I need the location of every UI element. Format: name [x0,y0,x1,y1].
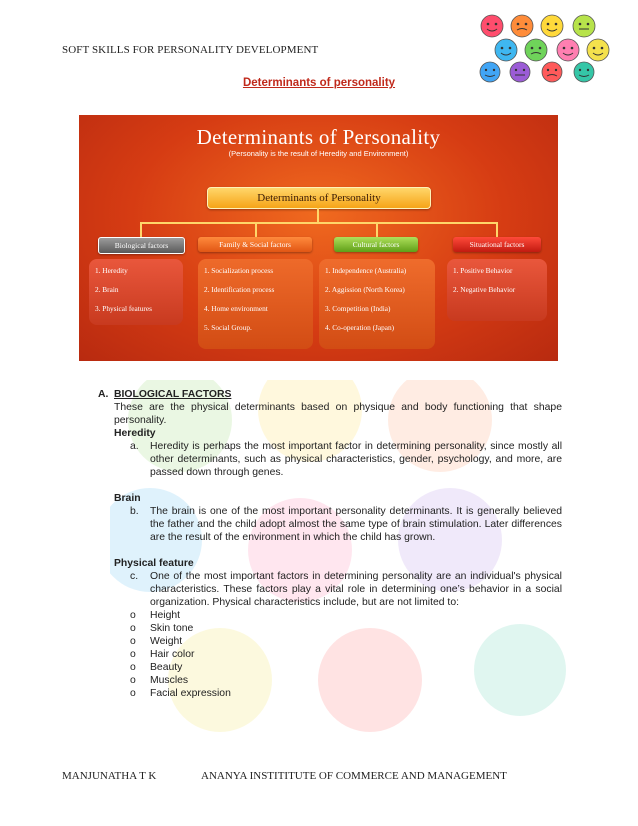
connector-line [376,222,378,237]
connector-line [317,208,319,222]
list-item: 2. Aggission (North Korea) [325,285,405,294]
section-biological-factors: A. BIOLOGICAL FACTORS These are the phys… [98,388,562,700]
bullet-icon: o [130,623,136,634]
figure-center-box: Determinants of Personality [207,187,431,209]
category-situational: Situational factors [453,237,541,252]
connector-line [140,222,142,237]
brain-text: The brain is one of the most important p… [150,506,562,543]
list-item: 2. Negative Behavior [453,285,516,294]
connector-line [496,222,498,237]
smiley-faces-image [479,14,610,83]
biological-list: 1. Heredity 2. Brain 3. Physical feature… [89,259,183,325]
list-marker: c. [130,571,139,582]
bullet-icon: o [130,688,136,699]
list-item: 2. Brain [95,285,119,294]
family-social-list: 1. Socialization process 2. Identificati… [198,259,313,349]
document-title: Determinants of personality [242,77,396,89]
smiley-icon [479,14,610,83]
situational-list: 1. Positive Behavior 2. Negative Behavio… [447,259,547,321]
list-item: 4. Co-operation (Japan) [325,323,395,332]
heredity-text: Heredity is perhaps the most important f… [150,441,562,478]
list-item: 1. Heredity [95,266,128,275]
bullet-icon: o [130,649,136,660]
footer-institution: ANANYA INSTITITUTE OF COMMERCE AND MANAG… [201,770,507,782]
brain-heading: Brain [114,493,141,504]
list-item: 4. Home environment [204,304,268,313]
section-heading: BIOLOGICAL FACTORS [114,389,232,400]
watermark-smileys-image [110,380,566,732]
list-item: 2. Identification process [204,285,275,294]
list-item: 1. Socialization process [204,266,274,275]
bullet-icon: o [130,610,136,621]
page-footer: MANJUNATHA T K ANANYA INSTITITUTE OF COM… [62,770,507,782]
figure-title: Determinants of Personality [196,125,441,149]
bullet-icon: o [130,636,136,647]
connector-line [140,222,498,224]
footer-author: MANJUNATHA T K [62,770,157,782]
connector-line [255,222,257,237]
list-item: 3. Competition (India) [325,304,391,313]
list-item: 3. Physical features [95,304,152,313]
figure-subtitle: (Personality is the result of Heredity a… [228,149,409,158]
section-letter: A. [98,389,109,400]
list-item: 1. Independence (Australia) [325,266,407,275]
physical-text: One of the most important factors in det… [150,571,562,608]
list-item: 5. Social Group. [204,323,252,332]
list-item: 1. Positive Behavior [453,266,513,275]
heredity-heading: Heredity [114,428,156,439]
determinants-figure: Determinants of Personality (Personality… [79,115,558,361]
category-family-social: Family & Social factors [198,237,312,252]
category-biological: Biological factors [98,237,185,254]
section-intro: These are the physical determinants base… [114,402,562,426]
bullet-icon: o [130,675,136,686]
cultural-list: 1. Independence (Australia) 2. Aggission… [319,259,435,349]
category-cultural: Cultural factors [334,237,418,252]
physical-heading: Physical feature [114,558,194,569]
list-marker: b. [130,506,139,517]
bullet-icon: o [130,662,136,673]
running-header: SOFT SKILLS FOR PERSONALITY DEVELOPMENT [62,44,319,56]
list-marker: a. [130,441,139,452]
